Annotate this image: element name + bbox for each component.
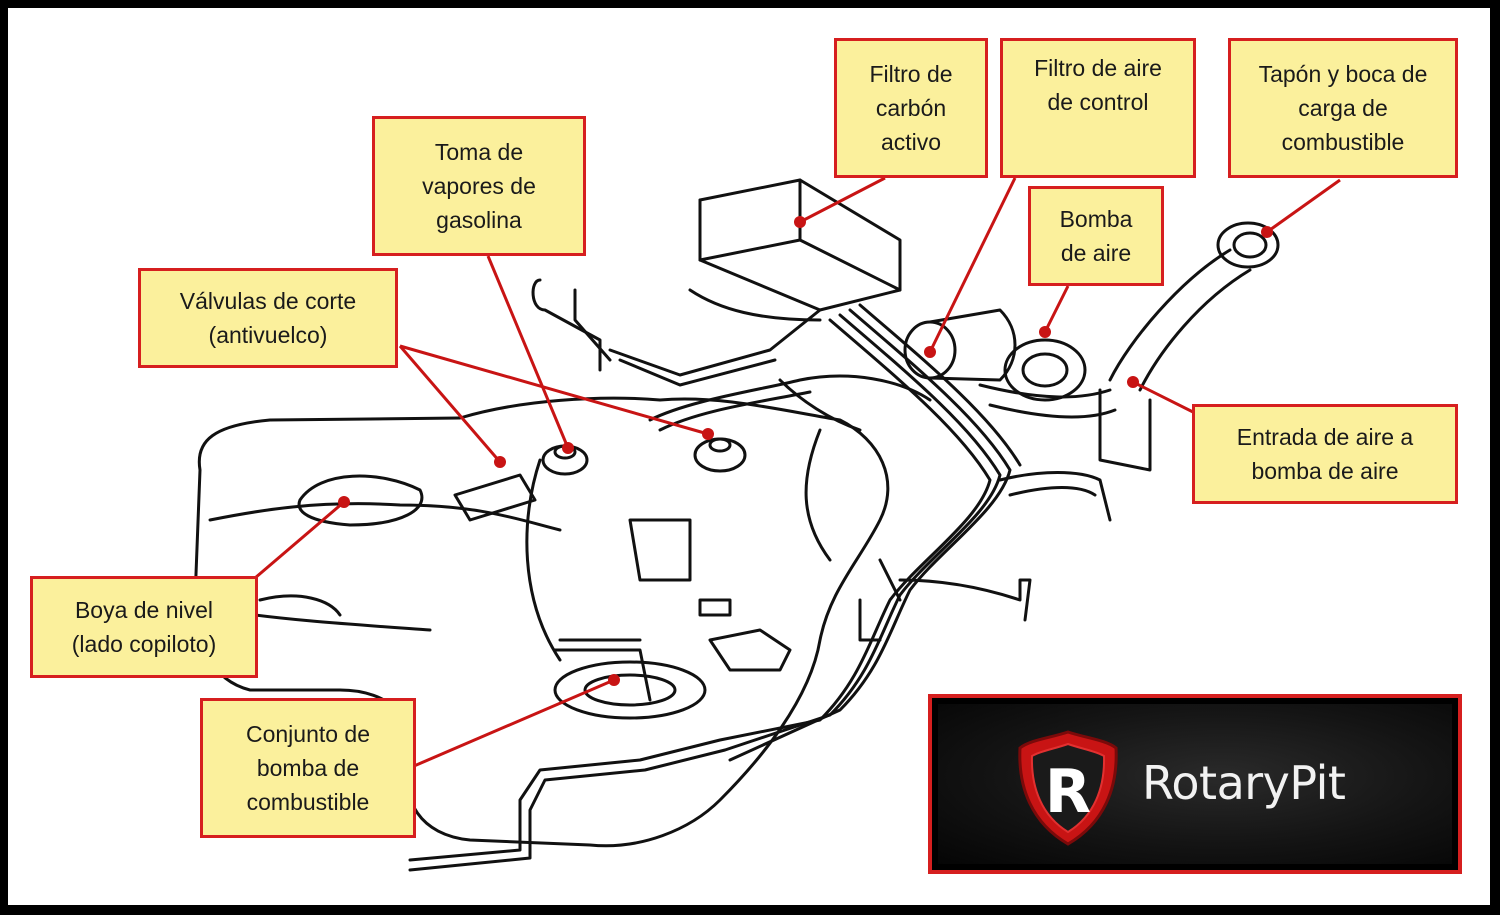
callout-filtro-aire: Filtro de aire de control [1000,38,1196,178]
callout-filtro-carbon-text: Filtro de carbón activo [869,61,953,155]
callout-entrada-aire-text: Entrada de aire a bomba de aire [1236,424,1414,484]
callout-entrada-aire: Entrada de aire a bomba de aire [1192,404,1458,504]
leader-lines [254,176,1341,768]
logo-text-rotary: Rotary [1142,756,1290,810]
callout-boya-text: Boya de nivel (lado copiloto) [71,597,217,657]
rotarypit-logo-panel: R RotaryPit [928,694,1462,874]
rotarypit-wordmark: RotaryPit [1142,756,1346,810]
callout-boya: Boya de nivel (lado copiloto) [30,576,258,678]
callout-bomba-aire: Bomba de aire [1028,186,1164,286]
callout-filtro-aire-text: Filtro de aire de control [1034,55,1162,115]
leader-endpoints [338,216,1273,686]
callout-tapon-text: Tapón y boca de carga de combustible [1258,61,1428,155]
callout-filtro-carbon: Filtro de carbón activo [834,38,988,178]
callout-toma-vapores-text: Toma de vapores de gasolina [422,139,536,233]
callout-conjunto-bomba-text: Conjunto de bomba de combustible [245,721,371,815]
logo-letter: R [1045,757,1091,827]
rotarypit-shield-icon: R [1018,730,1118,846]
callout-valvulas: Válvulas de corte (antivuelco) [138,268,398,368]
logo-text-pit: Pit [1289,756,1346,810]
callout-valvulas-text: Válvulas de corte (antivuelco) [179,288,357,348]
callout-bomba-aire-text: Bomba de aire [1059,206,1133,266]
callout-conjunto-bomba: Conjunto de bomba de combustible [200,698,416,838]
callout-toma-vapores: Toma de vapores de gasolina [372,116,586,256]
callout-tapon: Tapón y boca de carga de combustible [1228,38,1458,178]
